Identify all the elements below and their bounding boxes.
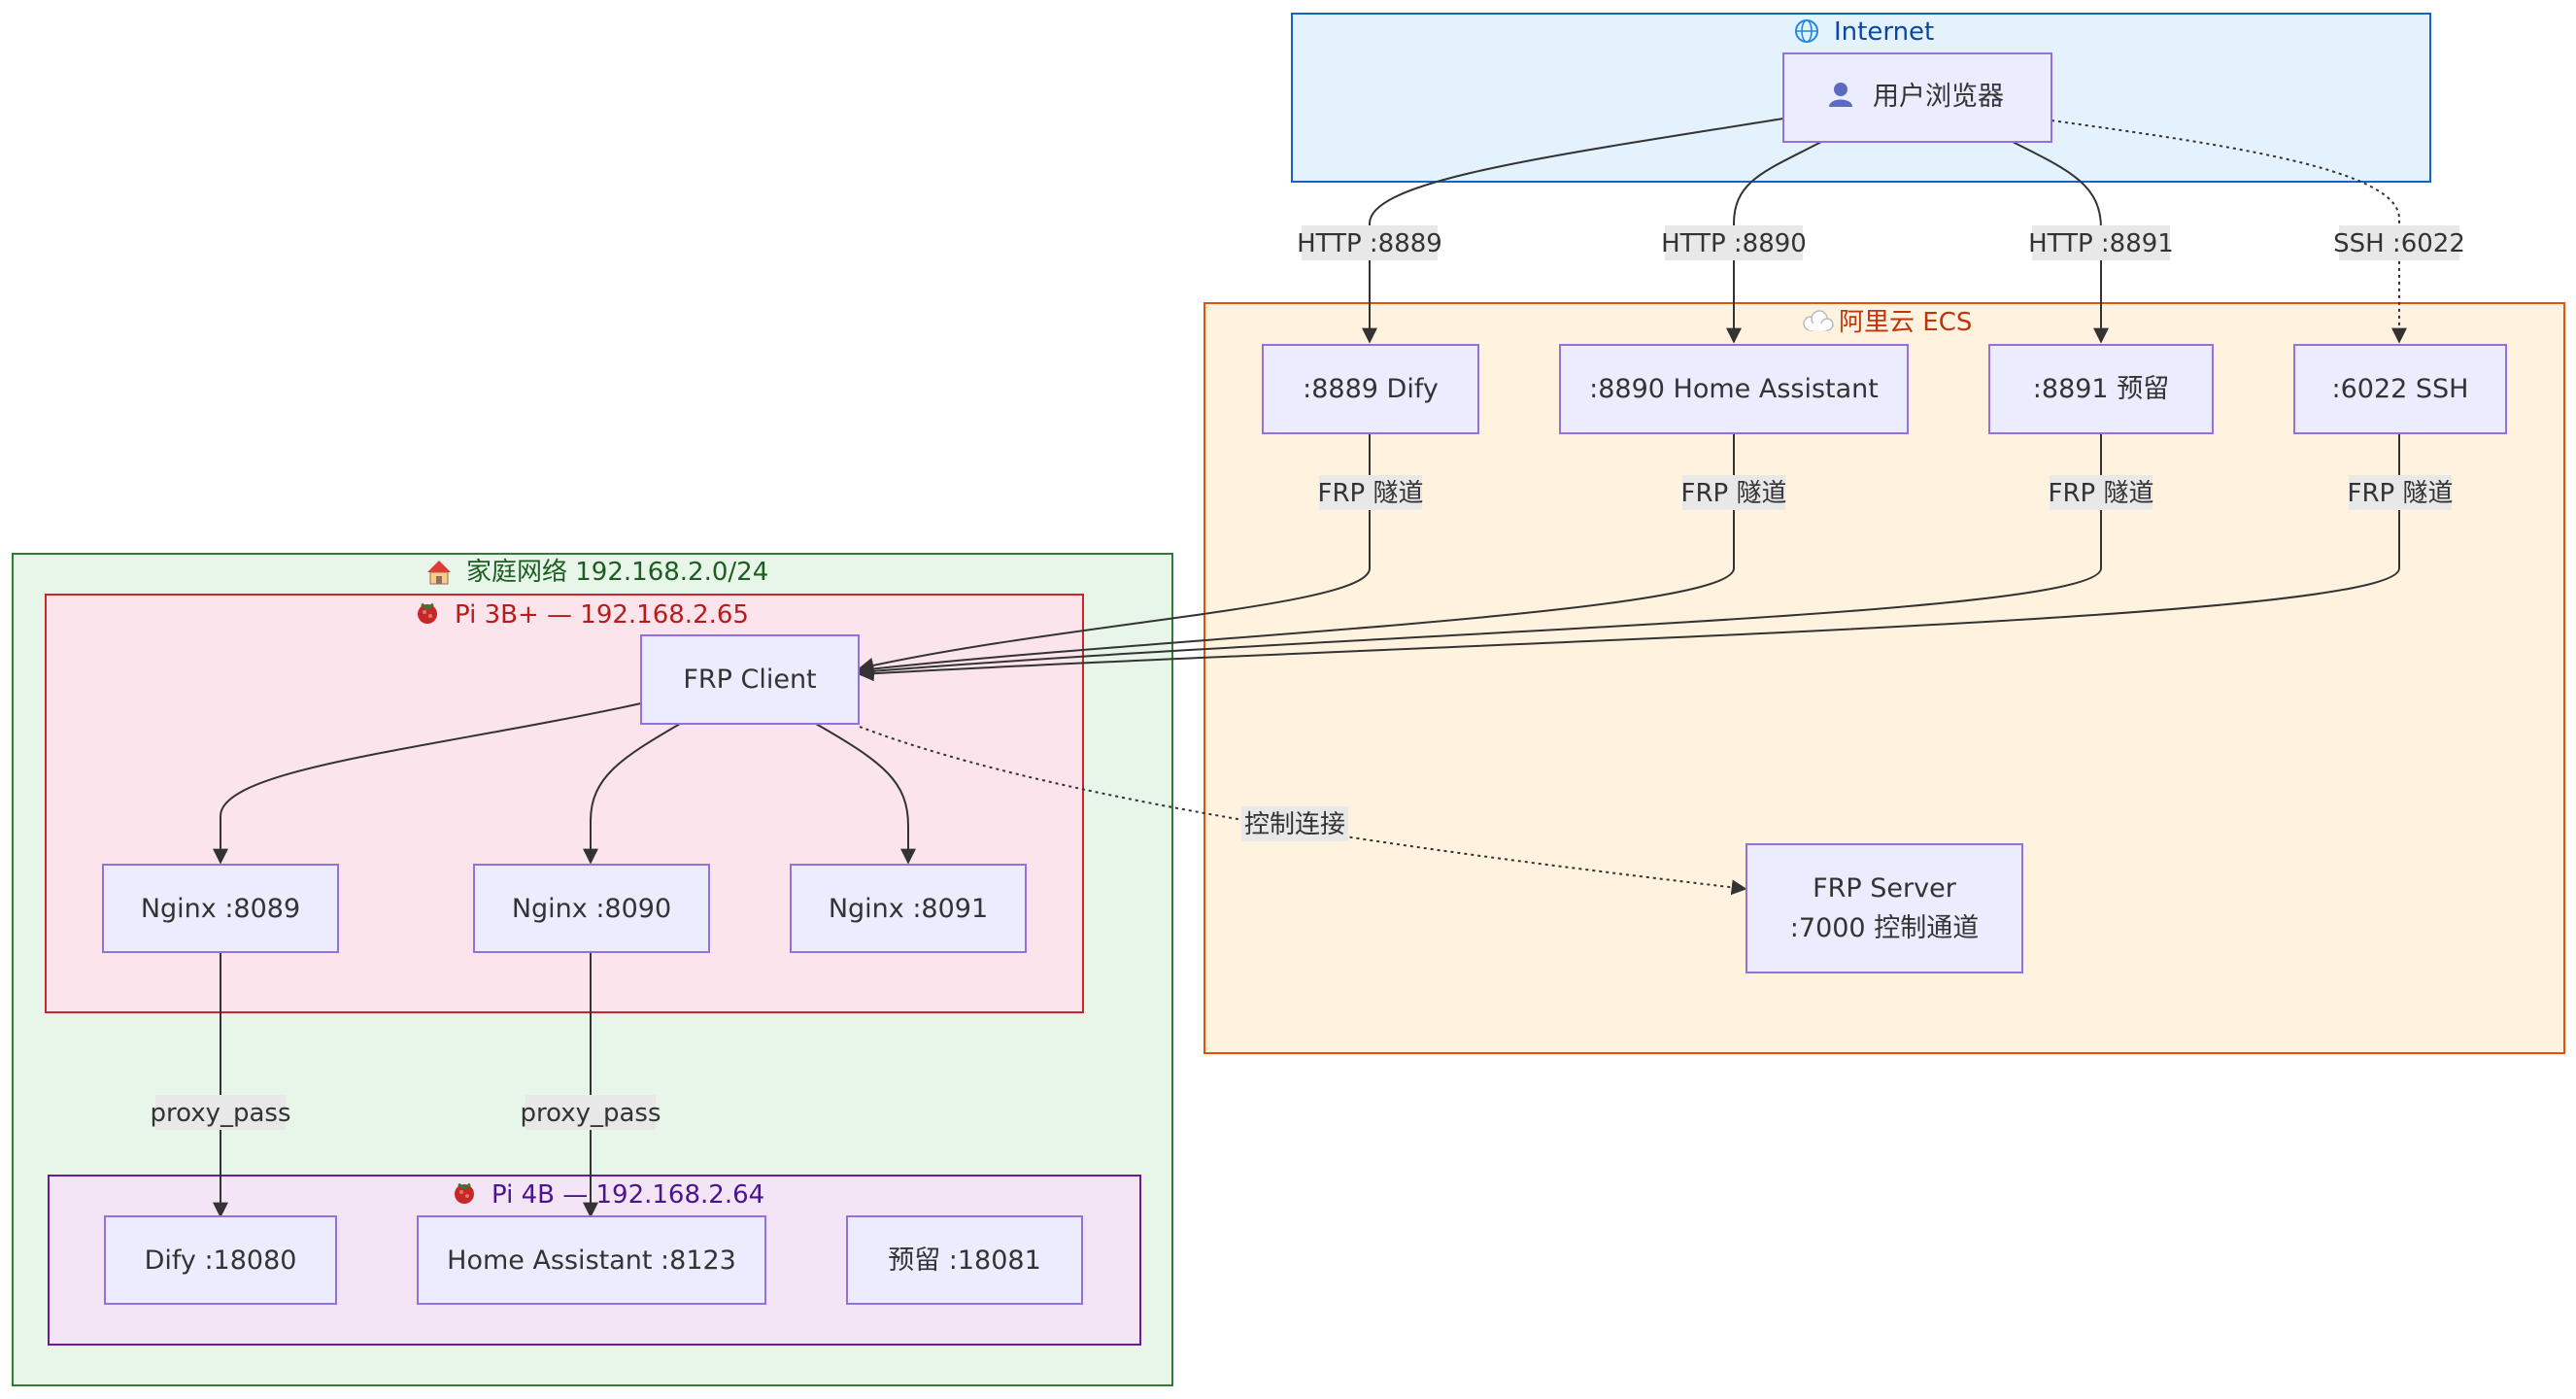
edge-label-text: HTTP :8889 <box>1297 229 1442 258</box>
node-ecs-8889-label: :8889 Dify <box>1303 374 1439 404</box>
node-nginx-8091-label: Nginx :8091 <box>829 894 988 924</box>
edge-tunnel-4 <box>858 433 2400 682</box>
node-home-assistant-box <box>417 1215 766 1305</box>
node-nginx-8091-box <box>790 864 1027 953</box>
node-ecs-6022-box <box>2293 344 2507 434</box>
edge-http-8889 <box>1362 118 1784 344</box>
group-home-title: 家庭网络 192.168.2.0/24 <box>466 558 768 587</box>
edge-label-text: 控制连接 <box>1244 810 1345 839</box>
edge-label-text: proxy_pass <box>150 1099 290 1128</box>
edge-http-8890 <box>1726 141 1822 344</box>
edge-label-tunnel-2: FRP 隧道 <box>1681 475 1787 510</box>
node-nginx-8090-box <box>473 864 710 953</box>
raspberry-icon <box>418 602 437 624</box>
node-ecs-8890-box <box>1559 344 1909 434</box>
group-ecs-title: 阿里云 ECS <box>1839 308 1972 337</box>
node-ecs-8890[interactable]: :8890 Home Assistant <box>1559 344 1909 434</box>
edge-label-text: FRP 隧道 <box>1318 479 1424 508</box>
edge-label-control: 控制连接 <box>1241 806 1348 841</box>
edge-label-bg <box>1241 806 1348 841</box>
group-pi4-title: Pi 4B — 192.168.2.64 <box>491 1180 764 1210</box>
raspberry-icon <box>455 1182 474 1204</box>
node-frp-server[interactable]: FRP Server :7000 控制通道 <box>1746 843 2023 973</box>
edge-label-bg <box>1302 225 1438 260</box>
node-reserved[interactable]: 预留 :18081 <box>846 1215 1083 1305</box>
edges <box>213 118 2407 1218</box>
edge-label-tunnel-3: FRP 隧道 <box>2049 475 2154 510</box>
edge-tunnel-2 <box>858 433 1735 677</box>
node-dify-label: Dify :18080 <box>145 1245 297 1276</box>
edge-tunnel-1 <box>858 433 1371 673</box>
edge-label-bg <box>525 1095 656 1130</box>
node-nginx-8089-label: Nginx :8089 <box>141 894 300 924</box>
edge-label-bg <box>2339 225 2459 260</box>
edge-label-text: proxy_pass <box>520 1099 661 1128</box>
node-home-assistant-label: Home Assistant :8123 <box>447 1245 736 1276</box>
node-ecs-8889-box <box>1262 344 1479 434</box>
edge-ssh-6022 <box>2051 119 2407 344</box>
user-icon <box>1829 83 1852 107</box>
node-nginx-8090[interactable]: Nginx :8090 <box>473 864 710 953</box>
node-frp-server-label-1: FRP Server <box>1813 873 1957 904</box>
group-pi3-title: Pi 3B+ — 192.168.2.65 <box>455 600 749 630</box>
edge-label-text: FRP 隧道 <box>1681 479 1787 508</box>
edge-label-http-8889: HTTP :8889 <box>1297 225 1442 260</box>
edge-label-text: HTTP :8890 <box>1661 229 1807 258</box>
node-home-assistant[interactable]: Home Assistant :8123 <box>417 1215 766 1305</box>
edge-client-nginx-8090 <box>583 723 681 865</box>
node-ecs-6022[interactable]: :6022 SSH <box>2293 344 2507 434</box>
edge-label-text: FRP 隧道 <box>2049 479 2154 508</box>
edge-client-nginx-8091 <box>815 723 916 865</box>
node-frp-client[interactable]: FRP Client <box>640 634 860 725</box>
node-user-browser-box <box>1782 52 2052 143</box>
edge-label-http-8890: HTTP :8890 <box>1661 225 1807 260</box>
edge-http-8891 <box>2012 141 2109 344</box>
edge-label-tunnel-1: FRP 隧道 <box>1318 475 1424 510</box>
edge-label-proxy-1: proxy_pass <box>150 1095 291 1130</box>
node-dify-box <box>104 1215 337 1305</box>
node-nginx-8089-box <box>102 864 339 953</box>
node-frp-client-label: FRP Client <box>683 665 816 695</box>
node-frp-server-label-2: :7000 控制通道 <box>1790 913 1979 943</box>
node-reserved-label: 预留 :18081 <box>888 1245 1041 1276</box>
edge-label-bg <box>1665 225 1803 260</box>
edge-control <box>859 726 1747 896</box>
edge-client-nginx-8089 <box>213 702 642 865</box>
node-nginx-8091[interactable]: Nginx :8091 <box>790 864 1027 953</box>
edge-label-bg <box>2032 225 2170 260</box>
node-reserved-box <box>846 1215 1083 1305</box>
edge-label-ssh-6022: SSH :6022 <box>2333 225 2465 260</box>
node-ecs-8891-box <box>1988 344 2214 434</box>
edge-label-text: HTTP :8891 <box>2028 229 2174 258</box>
edge-label-text: FRP 隧道 <box>2348 479 2454 508</box>
group-internet-title: Internet <box>1834 17 1934 47</box>
edge-label-proxy-2: proxy_pass <box>520 1095 661 1130</box>
node-frp-client-box <box>640 634 860 725</box>
globe-icon <box>1795 19 1818 43</box>
house-icon <box>427 561 451 585</box>
cloud-icon <box>1803 310 1834 331</box>
edge-tunnel-3 <box>858 433 2102 679</box>
edge-label-bg <box>2349 475 2452 510</box>
node-user-browser-label: 用户浏览器 <box>1873 82 2004 112</box>
node-dify[interactable]: Dify :18080 <box>104 1215 337 1305</box>
node-frp-server-box <box>1746 843 2023 973</box>
node-ecs-8889[interactable]: :8889 Dify <box>1262 344 1479 434</box>
edge-label-tunnel-4: FRP 隧道 <box>2348 475 2454 510</box>
edge-label-bg <box>2050 475 2152 510</box>
node-nginx-8089[interactable]: Nginx :8089 <box>102 864 339 953</box>
edge-label-bg <box>1682 475 1785 510</box>
node-nginx-8090-label: Nginx :8090 <box>512 894 671 924</box>
node-user-browser[interactable]: 用户浏览器 <box>1782 52 2052 143</box>
node-ecs-6022-label: :6022 SSH <box>2332 374 2469 404</box>
edge-label-text: SSH :6022 <box>2333 229 2465 258</box>
edge-label-http-8891: HTTP :8891 <box>2028 225 2174 260</box>
node-ecs-8890-label: :8890 Home Assistant <box>1589 374 1879 404</box>
edge-label-bg <box>155 1095 286 1130</box>
node-ecs-8891-label: :8891 预留 <box>2033 374 2169 404</box>
node-ecs-8891[interactable]: :8891 预留 <box>1988 344 2214 434</box>
edge-label-bg <box>1319 475 1422 510</box>
